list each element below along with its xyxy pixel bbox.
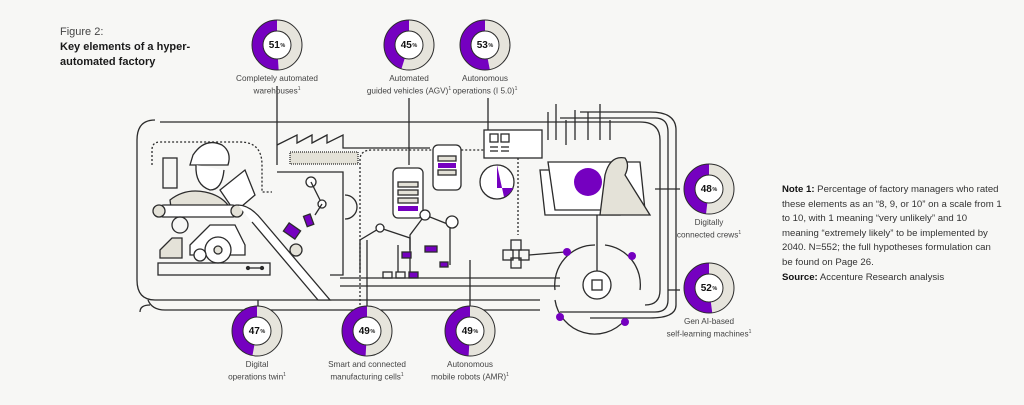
donut-value-label: 47% [248,325,266,337]
donut-amr: 49% [444,305,496,357]
donut-value-label: 53% [476,39,494,51]
figure-title: Key elements of a hyper-automated factor… [60,41,191,68]
donut-warehouses: 51% [251,19,303,71]
note-label: Note 1: [782,184,815,195]
donut-value-label: 52% [700,282,718,294]
factory-frame [136,119,540,301]
donut-mfg-cells: 49% [341,305,393,357]
note-text: Percentage of factory managers who rated… [782,184,1002,268]
cubes-icon [502,239,566,269]
robot-arms [340,209,560,287]
donut-value-label: 49% [461,325,479,337]
donut-value-segment [232,306,282,356]
donut-value-segment [252,20,302,70]
donut-agv: 45% [383,19,435,71]
source-label: Source: [782,271,818,283]
source-text: Accenture Research analysis [817,271,945,283]
donut-value-label: 48% [700,183,718,195]
donut-value-segment [684,263,734,313]
donut-digital-twin: 47% [231,305,283,357]
donut-genai-machines: 52% [683,262,735,314]
donut-value-label: 45% [400,39,418,51]
donut-value-segment [342,306,392,356]
figure-label: Figure 2: [60,26,104,38]
donut-autonomous-ops: 53% [459,19,511,71]
note-block: Note 1: Percentage of factory managers w… [782,183,1002,285]
donut-connected-crews: 48% [683,163,735,215]
factory-frame-outer [160,121,661,306]
donut-value-label: 49% [358,325,376,337]
donut-value-segment [445,306,495,356]
donut-value-segment [460,20,510,70]
worker-illustration [152,141,271,276]
donut-value-segment [384,20,434,70]
agv-carts [392,144,462,219]
donut-value-segment [684,164,734,214]
donut-value-label: 51% [268,39,286,51]
